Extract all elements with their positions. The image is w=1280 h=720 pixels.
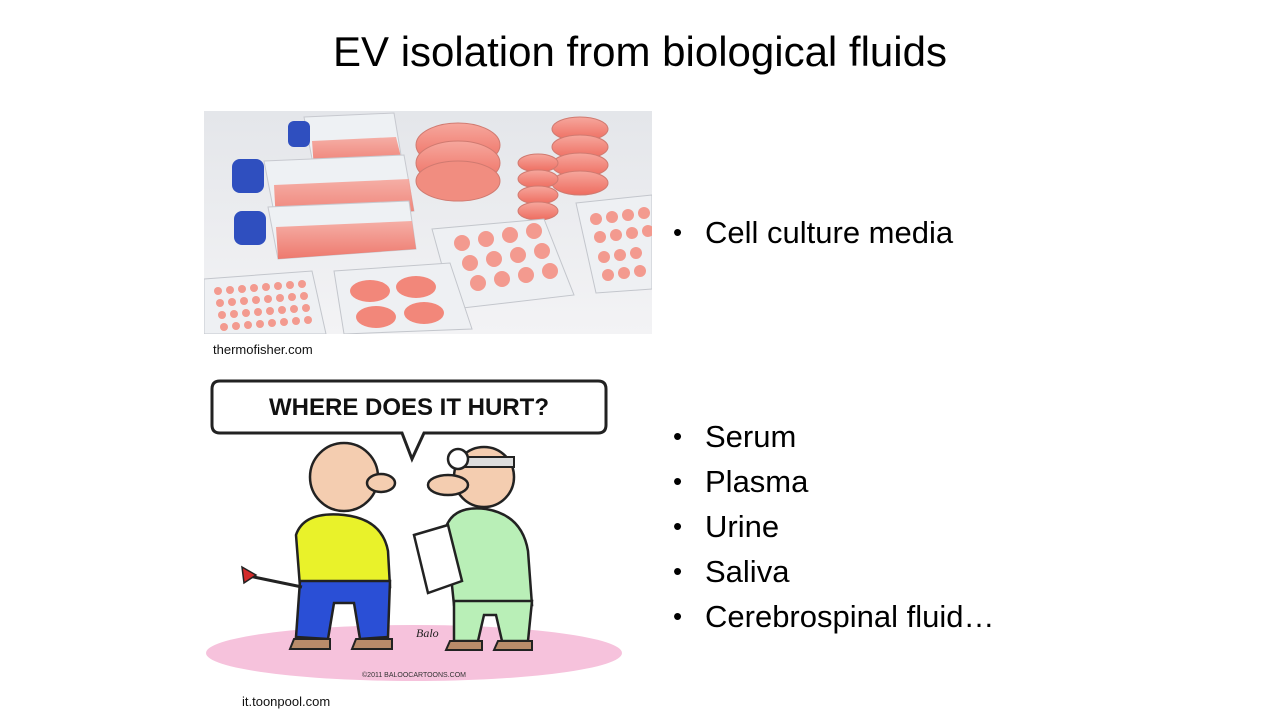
list-item: Cerebrospinal fluid… xyxy=(673,594,994,639)
doctor-figure xyxy=(412,445,534,651)
cartoon-signature: Balo xyxy=(416,626,439,640)
list-item: Cell culture media xyxy=(673,210,953,255)
list-item: Saliva xyxy=(673,549,994,594)
well-plate xyxy=(575,194,652,294)
culture-flask xyxy=(234,200,417,260)
well-plate xyxy=(333,262,473,334)
petri-dish-stack xyxy=(415,122,501,202)
speech-text: WHERE DOES IT HURT? xyxy=(269,394,549,421)
patient-figure xyxy=(241,441,397,650)
culture-source-list: Cell culture media xyxy=(673,210,953,255)
photo-credit: thermofisher.com xyxy=(213,342,313,357)
slide-title: EV isolation from biological fluids xyxy=(333,28,947,75)
petri-dish-stack xyxy=(551,116,609,196)
petri-dish-stack xyxy=(517,153,559,221)
list-item: Plasma xyxy=(673,459,994,504)
cartoon-copyright: ©2011 BALOOCARTOONS.COM xyxy=(362,671,466,679)
cartoon-credit: it.toonpool.com xyxy=(242,694,331,709)
list-item: Serum xyxy=(673,414,994,459)
well-plate xyxy=(204,270,327,334)
cell-culture-photo xyxy=(204,111,652,334)
list-item: Urine xyxy=(673,504,994,549)
doctor-cartoon: WHERE DOES IT HURT? Balo ©2011 BALOOCART… xyxy=(206,379,622,681)
biofluid-list: Serum Plasma Urine Saliva Cerebrospinal … xyxy=(673,414,994,639)
